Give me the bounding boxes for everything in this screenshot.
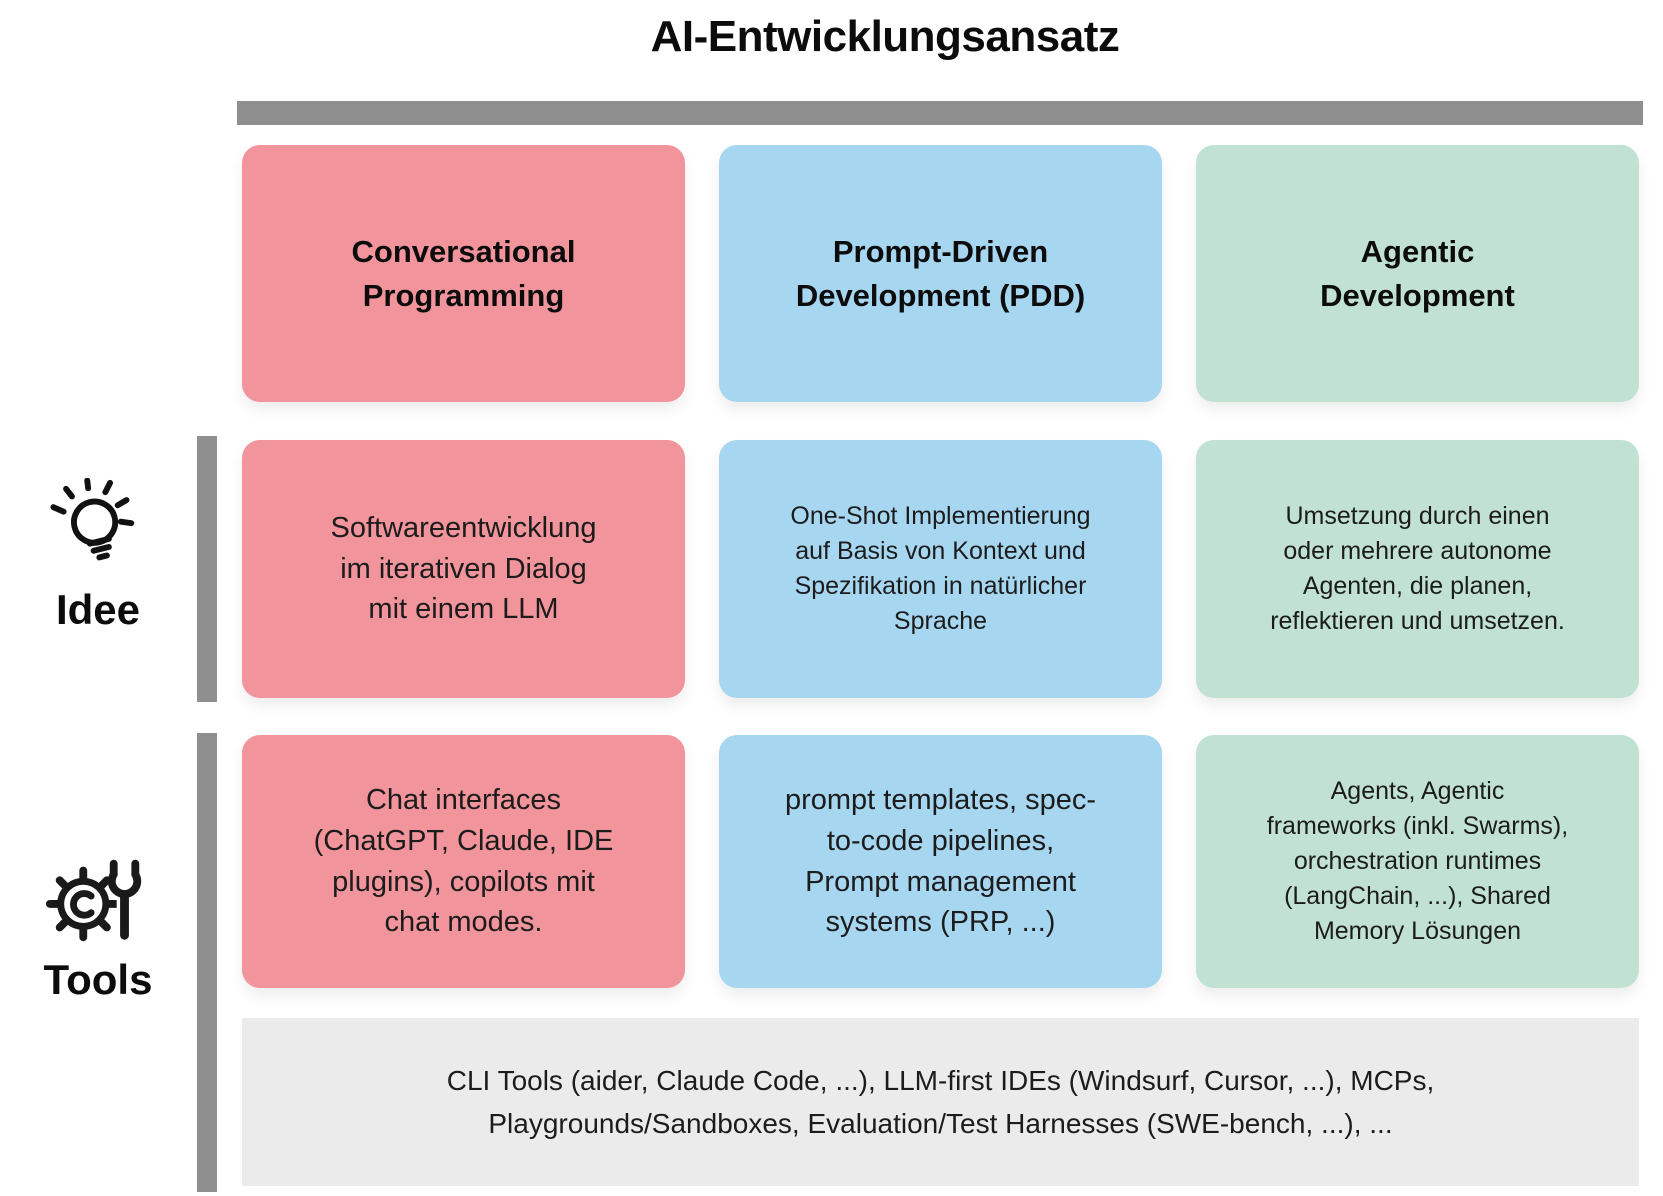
cell-tools-conversational: Chat interfaces (ChatGPT, Claude, IDE pl…: [242, 735, 685, 988]
idee-row-bar: [197, 436, 217, 702]
cell-text: prompt templates, spec- to-code pipeline…: [784, 784, 1097, 939]
header-axis-bar: [237, 101, 1643, 125]
row-tag-tools: Tools: [12, 848, 184, 1004]
tools-row-bar: [197, 733, 217, 1192]
cell-tools-prompt-driven: prompt templates, spec- to-code pipeline…: [719, 735, 1162, 988]
cell-idee-agentic: Umsetzung durch einen oder mehrere auton…: [1196, 440, 1639, 698]
cell-text: One-Shot Implementierung auf Basis von K…: [790, 502, 1091, 635]
header-label: Prompt-Driven Development (PDD): [795, 234, 1086, 313]
header-label: Conversational Programming: [351, 234, 576, 313]
shared-tools-band: CLI Tools (aider, Claude Code, ...), LLM…: [242, 1018, 1639, 1186]
header-conversational-programming: Conversational Programming: [242, 145, 685, 402]
cell-idee-conversational: Softwareentwicklung im iterativen Dialog…: [242, 440, 685, 698]
header-prompt-driven-development: Prompt-Driven Development (PDD): [719, 145, 1162, 402]
lightbulb-icon: [44, 477, 152, 578]
row-label-tools: Tools: [43, 956, 153, 1003]
cell-idee-prompt-driven: One-Shot Implementierung auf Basis von K…: [719, 440, 1162, 698]
header-agentic-development: Agentic Development: [1196, 145, 1639, 402]
row-tag-idee: Idee: [12, 477, 184, 634]
gear-wrench-icon: [44, 848, 152, 948]
row-label-idee: Idee: [55, 586, 141, 633]
header-label: Agentic Development: [1320, 234, 1515, 313]
shared-tools-text: CLI Tools (aider, Claude Code, ...), LLM…: [446, 1064, 1435, 1139]
cell-text: Umsetzung durch einen oder mehrere auton…: [1270, 502, 1565, 635]
cell-text: Chat interfaces (ChatGPT, Claude, IDE pl…: [313, 784, 614, 939]
cell-text: Softwareentwicklung im iterativen Dialog…: [330, 512, 597, 626]
cell-text: Agents, Agentic frameworks (inkl. Swarms…: [1266, 777, 1569, 945]
page-title: AI-Entwicklungsansatz: [650, 12, 1120, 61]
cell-tools-agentic: Agents, Agentic frameworks (inkl. Swarms…: [1196, 735, 1639, 988]
